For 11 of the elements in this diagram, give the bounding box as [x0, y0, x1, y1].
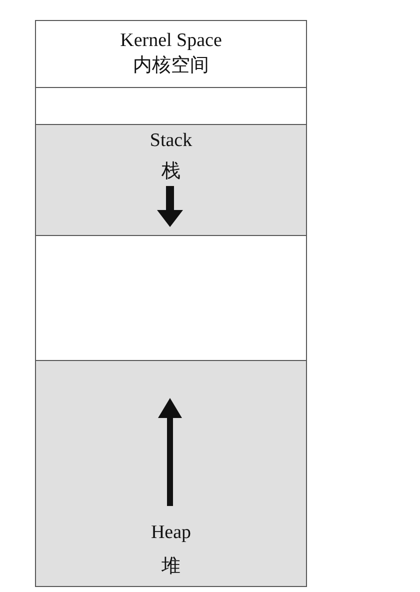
empty-region-box: [35, 87, 307, 125]
region-label: Kernel Space: [120, 29, 222, 54]
region-label: 堆: [162, 555, 180, 580]
region-label: 内核空间: [133, 54, 209, 78]
memory-region-box: [35, 20, 307, 88]
region-label: Heap: [150, 520, 192, 545]
region-label: 栈: [162, 160, 180, 184]
memory-region-box: [35, 124, 307, 236]
memory-region-box: [35, 360, 307, 587]
empty-region-box: [35, 235, 307, 361]
region-label: Stack: [150, 129, 192, 153]
